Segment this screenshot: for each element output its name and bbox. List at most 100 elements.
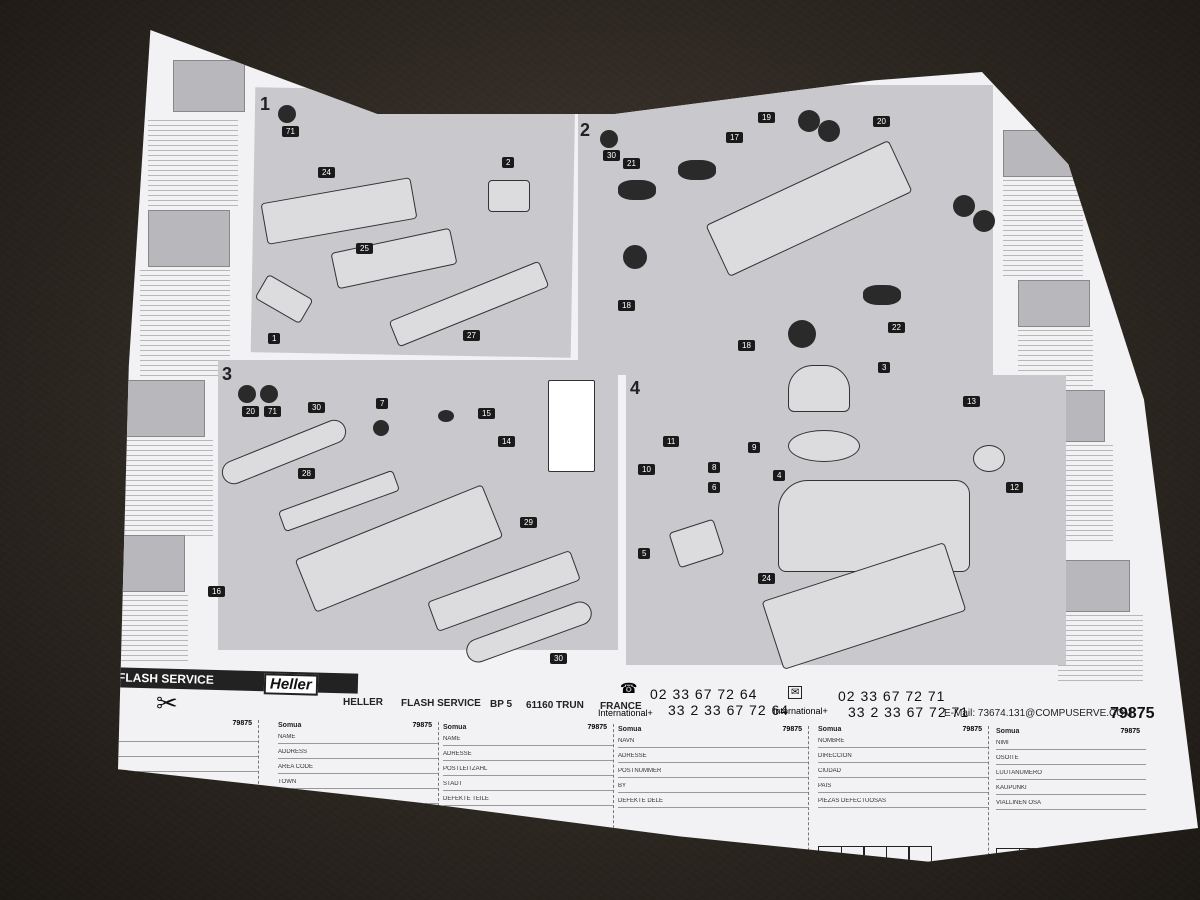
- paint-code: 71: [282, 126, 299, 137]
- road-wheel: [798, 110, 820, 132]
- part-number: 14: [498, 436, 515, 447]
- coupon-title: Somua: [618, 726, 642, 733]
- coupon-field: CIUDAD: [818, 768, 988, 778]
- turret: [788, 365, 850, 412]
- bogie-part: [678, 160, 716, 180]
- coupon-field: AREA CODE: [278, 764, 438, 774]
- part-number: 19: [758, 112, 775, 123]
- part-number: 6: [708, 482, 721, 493]
- wheel-part: [438, 410, 454, 422]
- coupon-code: 79875: [587, 724, 607, 731]
- intl-label: International+: [773, 706, 828, 716]
- parts-boxes[interactable]: [278, 842, 370, 862]
- phone-icon: ☎: [620, 680, 638, 696]
- coupon-field: NAVN: [618, 738, 808, 748]
- coupon-form: Somua 79875 NAVN ADRESSE POSTNUMMER BY D…: [618, 726, 809, 862]
- part-number: 10: [638, 464, 655, 475]
- coupon-field: ADRESSE: [618, 753, 808, 763]
- coupon-code: 79875: [782, 726, 802, 733]
- instruction-text-block: [1058, 615, 1143, 685]
- instruction-photo: [1003, 130, 1080, 177]
- part-number: 3: [878, 362, 891, 373]
- address-line: FLASH SERVICE: [401, 698, 481, 709]
- fax-international: 33 2 33 67 72 71: [848, 704, 970, 720]
- part-number: 13: [963, 396, 980, 407]
- part-number: 12: [1006, 482, 1023, 493]
- wheel-part: [373, 420, 389, 436]
- parts-boxes[interactable]: [996, 848, 1088, 862]
- instruction-text-block: [148, 120, 238, 210]
- paint-pot-icon: [278, 105, 296, 123]
- part-number: 4: [773, 470, 786, 481]
- part-number: 29: [520, 517, 537, 528]
- coupon-field: POSTLEITZAHL: [443, 766, 613, 776]
- coupon-field: OSOITE: [996, 755, 1146, 765]
- coupon-field: NOMBRE: [818, 738, 988, 748]
- coupon-form: Somua 79875 NAME ADDRESS AREA CODE TOWN …: [278, 722, 439, 862]
- coupon-form: Somua 79875 NOMBRE DIRECCION CIUDAD PAIS…: [818, 726, 989, 862]
- coupon-field: NAME: [443, 736, 613, 746]
- part-number: 28: [298, 468, 315, 479]
- part-number: 30: [550, 653, 567, 664]
- turret-ring: [788, 430, 860, 462]
- step-number: 3: [222, 364, 233, 384]
- instruction-sheet: 1 71 24 2 25 1 27 2 30 19 20 21 17 22 18…: [118, 30, 1198, 870]
- instruction-text-block: [140, 270, 230, 380]
- coupon-title: Somua: [818, 726, 842, 733]
- bogie-part: [863, 285, 901, 305]
- coupon-code: 79875: [1120, 728, 1140, 735]
- paint-pot-icon: [238, 385, 256, 403]
- hull-part: [488, 180, 530, 212]
- parts-boxes[interactable]: [443, 844, 535, 862]
- instruction-text-block: [118, 595, 188, 665]
- phone-national: 02 33 67 72 64: [650, 686, 758, 702]
- coupon-field: DEFEKTE DELE: [618, 798, 808, 808]
- glue-notice-box: [548, 380, 595, 472]
- instruction-text-block: [123, 440, 213, 540]
- paper: 1 71 24 2 25 1 27 2 30 19 20 21 17 22 18…: [118, 30, 1198, 862]
- address-line: BP 5: [490, 699, 513, 710]
- reference-number: 79875: [1110, 705, 1155, 722]
- paint-code: 71: [264, 406, 281, 417]
- road-wheel: [973, 210, 995, 232]
- road-wheel: [818, 120, 840, 142]
- part-number: 1: [268, 333, 281, 344]
- heller-logo: Heller: [263, 673, 318, 696]
- coupon-field: LUUTANUMERO: [996, 770, 1146, 780]
- instruction-photo: [118, 535, 185, 592]
- coupon-field: PAIS: [818, 783, 988, 793]
- phone-international: 33 2 33 67 72 64: [668, 702, 790, 718]
- parts-boxes[interactable]: [818, 846, 932, 862]
- coupon-field: NAME: [278, 734, 438, 744]
- coupon-title: Somua: [996, 728, 1020, 735]
- coupon-field: DIRECCION: [818, 753, 988, 763]
- part-number: 27: [463, 330, 480, 341]
- parts-boxes[interactable]: [618, 846, 710, 862]
- idler-wheel: [788, 320, 816, 348]
- part-number: 8: [708, 462, 721, 473]
- bogie-part: [618, 180, 656, 200]
- fax-icon: ✉: [788, 686, 803, 699]
- coupon-field: ADRESSE: [443, 751, 613, 761]
- part-number: 25: [356, 243, 373, 254]
- coupon-field: BY: [618, 783, 808, 793]
- part-number: 15: [478, 408, 495, 419]
- part-number: 20: [873, 116, 890, 127]
- instruction-photo: [148, 210, 230, 267]
- paint-code: 20: [242, 406, 259, 417]
- part-number: 30: [308, 402, 325, 413]
- road-wheel: [953, 195, 975, 217]
- coupon-field: TOWN: [278, 779, 438, 789]
- scissors-icon: ✂: [156, 688, 178, 718]
- part-number: 11: [663, 436, 680, 447]
- part-number: 18: [618, 300, 635, 311]
- coupon-title: Somua: [443, 724, 467, 731]
- step-number: 4: [630, 378, 641, 398]
- coupon-field: ADDRESS: [278, 749, 438, 759]
- coupon-field: STADT: [443, 781, 613, 791]
- part-number: 9: [748, 442, 761, 453]
- address-line: HELLER: [343, 697, 383, 708]
- coupon-code: 79875: [962, 726, 982, 733]
- coupon-field: ADRESSE: [118, 747, 258, 757]
- coupon-field: DEFECTIVE PARTS: [278, 794, 438, 804]
